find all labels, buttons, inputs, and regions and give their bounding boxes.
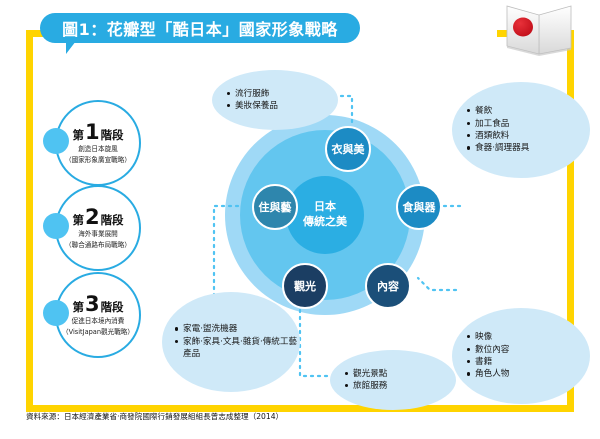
list-item: 加工食品 (466, 118, 529, 130)
page-title: 圖1：花瓣型「酷日本」國家形象戰略 (62, 20, 338, 39)
stage-subtitle-1b: （國家形象廣宣戰略） (65, 155, 131, 164)
frame-border-left (26, 30, 33, 412)
japan-flag-book-icon (506, 5, 572, 56)
petal-label: 觀光 (294, 280, 316, 293)
stage-subtitle-2a: 海外事業展開 (78, 229, 118, 238)
stage-subtitle-3b: （VisitJapan觀光戰略） (61, 327, 134, 336)
stage-suffix: 階段 (100, 299, 124, 314)
petal-label: 住與藝 (258, 201, 292, 214)
stage-heading-3: 第 3 階段 (72, 291, 124, 316)
connector-right-bottom (416, 276, 458, 292)
connector-top (318, 94, 354, 126)
bullet-list: 餐飲 加工食品 酒類飲料 食器‧調理器具 (466, 105, 529, 155)
frame-border-top-left (26, 30, 48, 37)
bubble-food-tableware: 餐飲 加工食品 酒類飲料 食器‧調理器具 (452, 82, 590, 178)
bubble-living-arts: 家電‧盥洗機器 家飾‧家具‧文具‧雜貨‧傳統工藝產品 (162, 292, 300, 392)
title-bubble: 圖1：花瓣型「酷日本」國家形象戰略 (40, 13, 360, 43)
petal-label: 內容 (377, 280, 399, 293)
stage-circle-1[interactable]: 第 1 階段 創造日本旋風 （國家形象廣宣戰略） (43, 100, 141, 186)
source-note: 資料來源：日本經濟產業省‧商發院國際行銷發展組組長曾志成整理（2014） (26, 412, 284, 421)
stage-prefix: 第 (72, 127, 84, 142)
bullet-list: 流行服飾 美妝保養品 (226, 88, 278, 113)
bullet-list: 家電‧盥洗機器 家飾‧家具‧文具‧雜貨‧傳統工藝產品 (174, 323, 300, 360)
bullet-list: 映像 數位內容 書籍 角色人物 (466, 331, 509, 381)
stage-suffix: 階段 (100, 127, 124, 142)
stage-number: 2 (84, 204, 100, 229)
stage-accent-dot (43, 213, 69, 239)
stage-heading-1: 第 1 階段 (72, 119, 124, 144)
petal-living-arts[interactable]: 住與藝 (252, 184, 298, 230)
stage-subtitle-1a: 創造日本旋風 (78, 144, 118, 153)
bullet-list: 觀光景點 旅館服務 (344, 368, 387, 393)
list-item: 旅館服務 (344, 380, 387, 392)
stage-accent-dot (43, 128, 69, 154)
title-bubble-tail (66, 41, 76, 54)
stage-suffix: 階段 (100, 212, 124, 227)
petal-food-tableware[interactable]: 食與器 (396, 184, 442, 230)
stage-subtitle-2b: （聯合通路布局戰略） (65, 240, 131, 249)
stage-number: 1 (84, 119, 100, 144)
stage-prefix: 第 (72, 299, 84, 314)
core-label-line2: 傳統之美 (303, 215, 347, 228)
list-item: 食器‧調理器具 (466, 142, 529, 154)
flower-core: 日本 傳統之美 (286, 176, 364, 254)
list-item: 家電‧盥洗機器 (174, 323, 300, 335)
list-item: 角色人物 (466, 368, 509, 380)
list-item: 美妝保養品 (226, 100, 278, 112)
stage-circle-3[interactable]: 第 3 階段 促進日本境內消費 （VisitJapan觀光戰略） (43, 272, 141, 358)
stage-circle-2[interactable]: 第 2 階段 海外事業展開 （聯合通路布局戰略） (43, 185, 141, 271)
list-item: 家飾‧家具‧文具‧雜貨‧傳統工藝產品 (174, 336, 300, 361)
petal-tourism[interactable]: 觀光 (282, 263, 328, 309)
list-item: 數位內容 (466, 344, 509, 356)
frame-border-bottom (26, 405, 574, 412)
frame-border-right (567, 36, 574, 412)
stage-accent-dot (43, 300, 69, 326)
petal-label: 食與器 (402, 201, 436, 214)
list-item: 書籍 (466, 356, 509, 368)
core-label-line1: 日本 (314, 200, 336, 214)
connector-bottom (298, 308, 334, 378)
bubble-clothing-beauty: 流行服飾 美妝保養品 (212, 70, 338, 130)
list-item: 觀光景點 (344, 368, 387, 380)
list-item: 流行服飾 (226, 88, 278, 100)
list-item: 映像 (466, 331, 509, 343)
stage-heading-2: 第 2 階段 (72, 204, 124, 229)
petal-label: 衣與美 (331, 143, 365, 156)
stage-number: 3 (84, 291, 100, 316)
list-item: 酒類飲料 (466, 130, 529, 142)
petal-content[interactable]: 內容 (365, 263, 411, 309)
petal-clothing-beauty[interactable]: 衣與美 (325, 126, 371, 172)
bubble-content: 映像 數位內容 書籍 角色人物 (452, 308, 590, 404)
connector-left-bottom (212, 204, 254, 332)
list-item: 餐飲 (466, 105, 529, 117)
bubble-tourism: 觀光景點 旅館服務 (330, 350, 456, 410)
stage-subtitle-3a: 促進日本境內消費 (71, 316, 125, 325)
stage-prefix: 第 (72, 212, 84, 227)
